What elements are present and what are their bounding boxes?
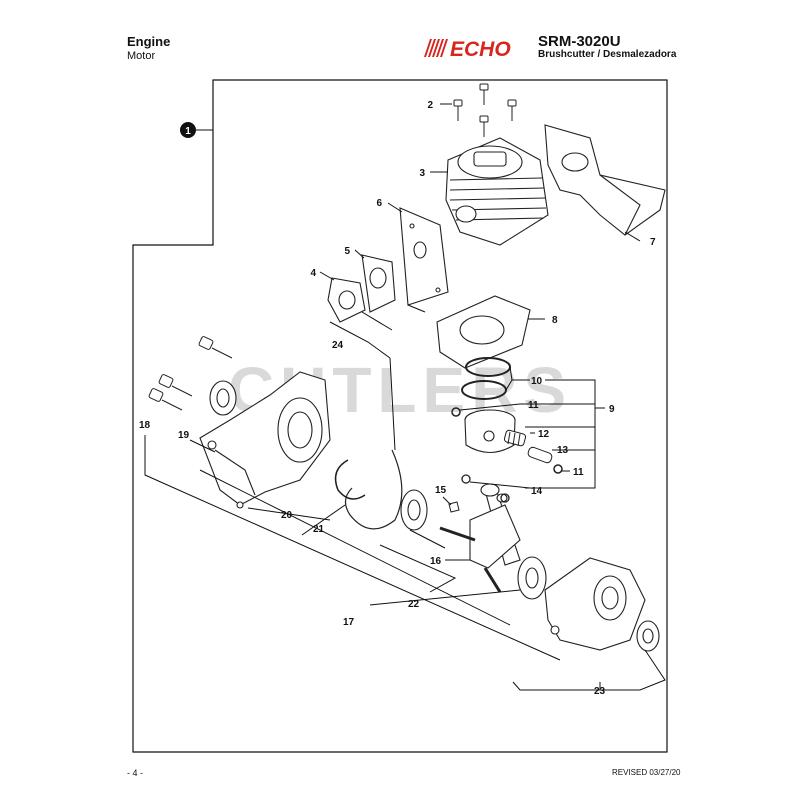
echo-logo-mark: ECHO	[424, 38, 511, 58]
circlip-21	[334, 459, 366, 500]
piston-clip-11b	[553, 464, 563, 474]
crankshaft-bearing-right	[517, 556, 547, 600]
piston-clip-11a	[451, 407, 461, 417]
brand-text: SRM-3020U Brushcutter / Desmalezadora	[538, 34, 676, 61]
model-number: SRM-3020U	[538, 33, 621, 50]
thrust-washers-14	[461, 474, 510, 503]
callout-8: 8	[552, 315, 558, 326]
crankshaft	[439, 483, 521, 593]
echo-logo: ECHO	[420, 38, 532, 58]
callout-15: 15	[435, 485, 447, 496]
gasket-4	[327, 277, 366, 323]
callout-5: 5	[344, 246, 350, 257]
assembly-frame	[132, 79, 668, 753]
intake-gasket-6	[399, 207, 449, 306]
product-subtitle: Brushcutter / Desmalezadora	[538, 49, 677, 60]
section-title-spanish: Motor	[127, 50, 156, 62]
callout-18: 18	[139, 420, 151, 431]
needle-bearing	[503, 429, 527, 447]
callout-14: 14	[531, 486, 543, 497]
callout-16: 16	[430, 556, 442, 567]
callout-1-label: 1	[185, 126, 191, 137]
callout-22: 22	[408, 599, 420, 610]
piston-pin	[527, 446, 553, 464]
callout-20: 20	[281, 510, 293, 521]
cylinder-base-gasket-8	[436, 295, 531, 369]
page-header-left: Engine Motor	[127, 34, 170, 62]
callout-11-a: 11	[528, 400, 539, 411]
key-15	[448, 501, 460, 513]
leader-lines	[144, 103, 666, 691]
callout-9: 9	[609, 404, 615, 415]
section-title: Engine	[127, 34, 171, 49]
heat-shield	[544, 124, 666, 236]
callout-labels: 2 3 6 5 4 7 8 24 10 9 11 12 13 11 14 15 …	[139, 100, 656, 697]
cylinder	[445, 137, 549, 246]
crankcase-bolts-18	[148, 336, 233, 411]
callout-4: 4	[310, 268, 316, 279]
oil-seal-right	[636, 620, 660, 652]
callout-7: 7	[650, 237, 656, 248]
callout-23: 23	[594, 686, 606, 697]
callout-3: 3	[419, 168, 425, 179]
cylinder-bolts	[453, 83, 517, 137]
callout-21: 21	[313, 524, 325, 535]
callout-11-b: 11	[573, 467, 584, 478]
crankcase-right-half	[544, 557, 646, 651]
brand-name: ECHO	[450, 38, 511, 58]
callout-13: 13	[557, 445, 569, 456]
callout-24: 24	[332, 340, 344, 351]
callout-6: 6	[376, 198, 382, 209]
page-number: - 4 -	[127, 768, 144, 778]
insulator-5	[361, 254, 396, 313]
brand-header: ECHO SRM-3020U Brushcutter / Desmalezado…	[420, 34, 676, 61]
crankcase-left-half	[199, 371, 331, 509]
callout-17: 17	[343, 617, 355, 628]
piston	[464, 409, 516, 454]
crankcase-gasket-24	[344, 449, 403, 530]
callout-main-assembly: 1	[180, 122, 213, 138]
callout-19: 19	[178, 430, 190, 441]
callout-10: 10	[531, 376, 543, 387]
callout-12: 12	[538, 429, 550, 440]
oil-seal-left	[209, 380, 237, 416]
callout-2: 2	[427, 100, 433, 111]
crankshaft-bearing-left	[400, 489, 428, 531]
revision-date: REVISED 03/27/20	[612, 768, 681, 777]
